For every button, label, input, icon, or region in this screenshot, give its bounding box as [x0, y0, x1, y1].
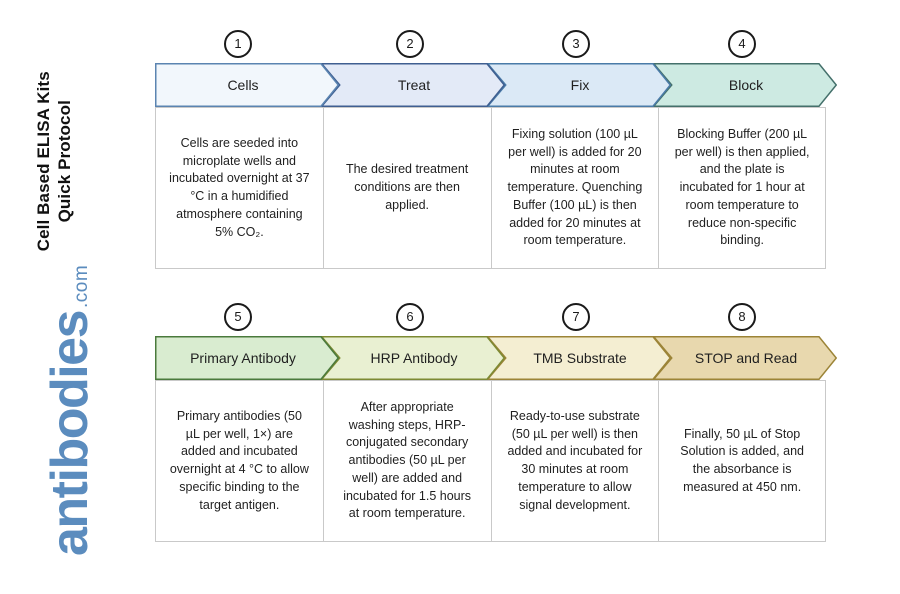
left-rail: Cell Based ELISA Kits Quick Protocol ant…: [0, 0, 155, 594]
step-number-value: 1: [234, 36, 242, 51]
chevron-band-2: Primary Antibody HRP Antibody TMB Substrat…: [155, 336, 845, 380]
step-chevron[interactable]: HRP Antibody: [321, 336, 505, 380]
step-label: HRP Antibody: [370, 350, 458, 366]
step-description-text: Blocking Buffer (200 µL per well) is the…: [674, 126, 810, 248]
page-title: Cell Based ELISA Kits Quick Protocol: [33, 71, 74, 252]
step-number-badge: 3: [562, 30, 590, 58]
step-number-badge: 1: [224, 30, 252, 58]
step-description-cell: Ready-to-use substrate (50 µL per well) …: [490, 380, 659, 542]
step-number-badge: 4: [728, 30, 756, 58]
step-label: TMB Substrate: [533, 350, 627, 366]
step-description-text: Ready-to-use substrate (50 µL per well) …: [507, 408, 643, 512]
brand-tld: .com: [71, 264, 92, 308]
step-description-cell: Finally, 50 µL of Stop Solution is added…: [658, 380, 826, 542]
step-chevron[interactable]: STOP and Read: [653, 336, 837, 380]
protocol-row-2: 5 6 7 8 Primary Antibody HRP Antibody TMB Sub…: [155, 303, 845, 542]
step-label: Cells: [227, 77, 259, 93]
step-number-badge: 7: [562, 303, 590, 331]
step-chevron[interactable]: Block: [653, 63, 837, 107]
step-label: Fix: [570, 77, 590, 93]
protocol-row-1: 1 2 3 4 Cells Treat Fix Block Cells are seeded…: [155, 30, 845, 269]
step-label: Primary Antibody: [190, 350, 296, 366]
description-band-2: Primary antibodies (50 µL per well, 1×) …: [155, 380, 826, 542]
step-label: STOP and Read: [694, 350, 798, 366]
step-description-cell: Primary antibodies (50 µL per well, 1×) …: [155, 380, 323, 542]
step-number-badge: 5: [224, 303, 252, 331]
step-number-track-2: 5 6 7 8: [155, 303, 845, 336]
step-description-text: The desired treatment conditions are the…: [345, 162, 469, 212]
step-description-cell: Fixing solution (100 µL per well) is add…: [490, 107, 659, 269]
step-chevron[interactable]: TMB Substrate: [487, 336, 671, 380]
step-label: Block: [728, 77, 764, 93]
step-number-value: 8: [738, 309, 746, 324]
step-chevron[interactable]: Primary Antibody: [155, 336, 339, 380]
step-chevron[interactable]: Cells: [155, 63, 339, 107]
step-number-value: 3: [572, 36, 580, 51]
step-number-value: 6: [406, 309, 414, 324]
step-description-text: After appropriate washing steps, HRP-con…: [343, 399, 472, 521]
step-number-badge: 6: [396, 303, 424, 331]
step-description-cell: The desired treatment conditions are the…: [322, 107, 491, 269]
step-chevron[interactable]: Treat: [321, 63, 505, 107]
step-number-badge: 2: [396, 30, 424, 58]
step-number-badge: 8: [728, 303, 756, 331]
chevron-band-1: Cells Treat Fix Block: [155, 63, 845, 107]
step-chevron[interactable]: Fix: [487, 63, 671, 107]
step-label: Treat: [397, 77, 431, 93]
step-number-value: 4: [738, 36, 746, 51]
step-number-value: 5: [234, 309, 242, 324]
step-description-text: Cells are seeded into microplate wells a…: [169, 135, 310, 239]
step-description-cell: After appropriate washing steps, HRP-con…: [322, 380, 491, 542]
step-description-cell: Cells are seeded into microplate wells a…: [155, 107, 323, 269]
step-number-value: 2: [406, 36, 414, 51]
step-description-text: Primary antibodies (50 µL per well, 1×) …: [169, 408, 309, 512]
description-band-1: Cells are seeded into microplate wells a…: [155, 107, 826, 269]
step-description-text: Finally, 50 µL of Stop Solution is added…: [680, 426, 804, 494]
brand-name: antibodies: [41, 310, 99, 556]
step-number-value: 7: [572, 309, 580, 324]
step-number-track-1: 1 2 3 4: [155, 30, 845, 63]
step-description-text: Fixing solution (100 µL per well) is add…: [507, 126, 643, 248]
step-description-cell: Blocking Buffer (200 µL per well) is the…: [658, 107, 826, 269]
brand-logo: antibodies.com: [41, 265, 99, 556]
